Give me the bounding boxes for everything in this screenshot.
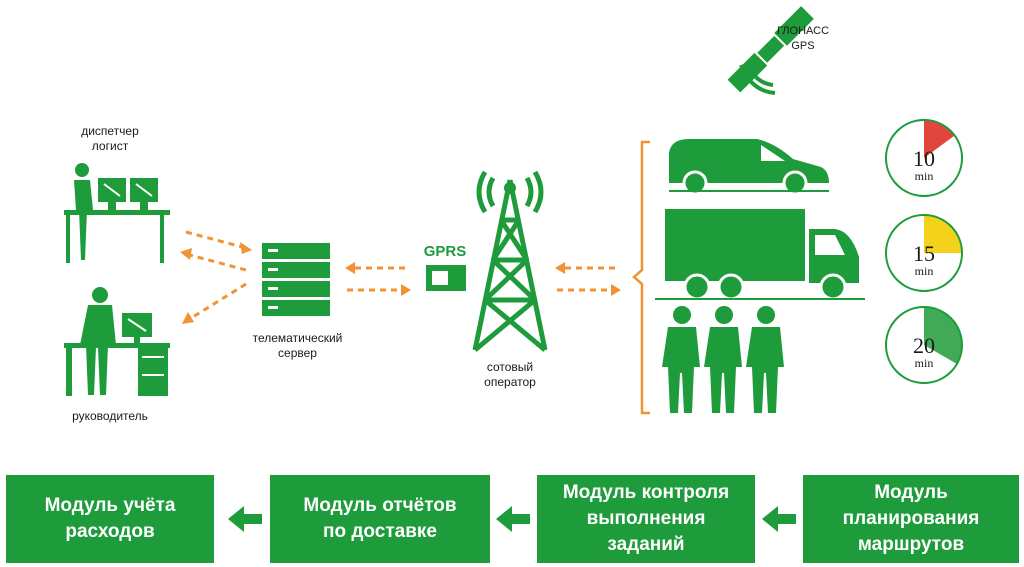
timer-10-unit: min: [915, 169, 934, 183]
module-route-planning: Модуль планирования маршрутов: [803, 475, 1019, 563]
satellite-icon: [727, 6, 814, 95]
server-icon: [262, 243, 330, 316]
timer-20-value: 20: [913, 333, 935, 358]
sim-card-icon: [426, 265, 466, 291]
arrows-operator-vehicles: [555, 262, 621, 296]
module-arrow-2: [496, 506, 530, 532]
dispatcher-icon: [64, 163, 170, 263]
timer-15-unit: min: [915, 264, 934, 278]
timer-20-unit: min: [915, 356, 934, 370]
timer-15: 15 min: [885, 214, 963, 292]
module-task-control: Модуль контроля выполнения заданий: [537, 475, 755, 563]
server-label: телематический сервер: [252, 331, 343, 360]
van-icon: [669, 139, 829, 196]
bracket: [632, 140, 650, 415]
timer-10: 10 min: [885, 119, 963, 197]
truck-icon: [655, 209, 865, 301]
timer-15-value: 15: [913, 241, 935, 266]
manager-icon: [64, 287, 170, 396]
workers-icon: [662, 306, 784, 413]
tower-icon: [472, 170, 548, 352]
timer-10-fill: [924, 120, 954, 158]
module-expenses: Модуль учёта расходов: [6, 475, 214, 563]
timer-15-fill: [924, 215, 962, 253]
arrows-dispatcher-server: [180, 230, 252, 324]
dispatcher-label: диспетчер логист: [81, 124, 139, 153]
operator-label: сотовый оператор: [484, 360, 536, 389]
satellite-label: ГЛОНАСС GPS: [776, 25, 830, 52]
arrows-server-operator: [345, 262, 411, 296]
timer-20: 20 min: [885, 306, 963, 384]
gprs-label: GPRS: [423, 243, 467, 260]
module-arrow-1: [228, 506, 262, 532]
timer-10-value: 10: [913, 146, 935, 171]
manager-label: руководитель: [72, 409, 148, 423]
module-delivery-reports: Модуль отчётов по доставке: [270, 475, 490, 563]
module-arrow-3: [762, 506, 796, 532]
